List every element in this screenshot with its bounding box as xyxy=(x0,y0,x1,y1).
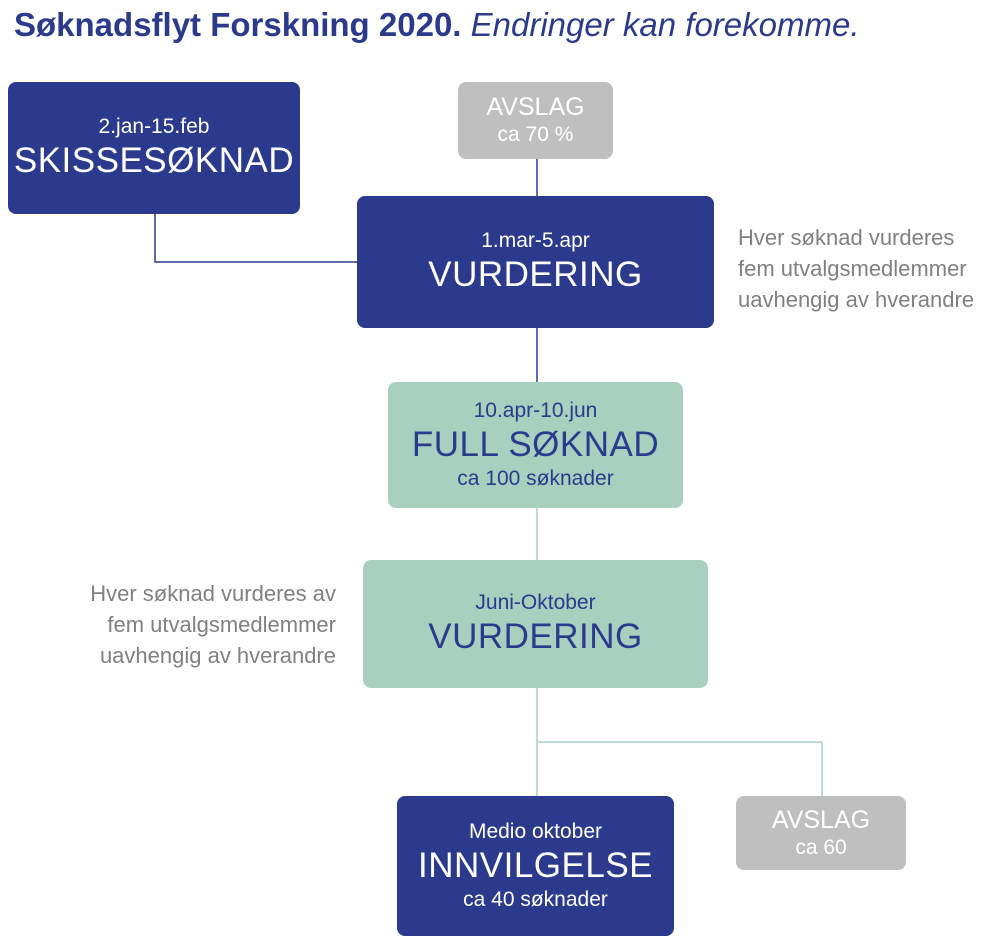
avslag1-label: AVSLAG xyxy=(486,93,585,122)
vurdering1-date: 1.mar-5.apr xyxy=(481,228,590,252)
node-skissesoknad: 2.jan-15.feb SKISSESØKNAD xyxy=(8,82,300,214)
note-left-line-2: fem utvalgsmedlemmer xyxy=(107,612,336,637)
innvilgelse-sub: ca 40 søknader xyxy=(463,888,608,911)
avslag2-sub: ca 60 xyxy=(795,835,847,859)
vurdering2-date: Juni-Oktober xyxy=(475,590,596,614)
skisse-label: SKISSESØKNAD xyxy=(13,141,295,181)
note-left: Hver søknad vurderes av fem utvalgsmedle… xyxy=(90,578,336,671)
node-innvilgelse: Medio oktober INNVILGELSE ca 40 søknader xyxy=(397,796,674,936)
note-right-line-2: fem utvalgsmedlemmer xyxy=(738,256,967,281)
node-full-soknad: 10.apr-10.jun FULL SØKNAD ca 100 søknade… xyxy=(388,382,683,508)
note-right-line-3: uavhengig av hverandre xyxy=(738,287,975,312)
full-date: 10.apr-10.jun xyxy=(473,398,598,422)
node-avslag-2: AVSLAG ca 60 xyxy=(736,796,906,870)
note-left-line-1: Hver søknad vurderes av xyxy=(90,581,336,606)
note-right-line-1: Hver søknad vurderes xyxy=(738,225,955,250)
avslag1-sub: ca 70 % xyxy=(497,123,574,147)
full-sub: ca 100 søknader xyxy=(457,467,614,490)
skisse-date: 2.jan-15.feb xyxy=(98,114,210,138)
connector-skisse-vurdering xyxy=(154,214,357,263)
node-vurdering-1: 1.mar-5.apr VURDERING xyxy=(357,196,714,328)
node-vurdering-2: Juni-Oktober VURDERING xyxy=(363,560,708,688)
page-title: Søknadsflyt Forskning 2020. Endringer ka… xyxy=(14,6,860,44)
note-right: Hver søknad vurderes fem utvalgsmedlemme… xyxy=(738,222,974,315)
title-main: Søknadsflyt Forskning 2020. xyxy=(14,6,462,43)
node-avslag-1: AVSLAG ca 70 % xyxy=(458,82,613,159)
full-label: FULL SØKNAD xyxy=(411,425,660,464)
innvilgelse-label: INNVILGELSE xyxy=(417,846,654,885)
vurdering2-label: VURDERING xyxy=(428,617,643,657)
connector-vurdering2-avslag xyxy=(537,741,823,796)
vurdering1-label: VURDERING xyxy=(428,255,643,295)
title-note: Endringer kan forekomme. xyxy=(470,6,860,43)
note-left-line-3: uavhengig av hverandre xyxy=(99,643,336,668)
innvilgelse-date: Medio oktober xyxy=(468,819,603,843)
avslag2-label: AVSLAG xyxy=(771,805,871,834)
